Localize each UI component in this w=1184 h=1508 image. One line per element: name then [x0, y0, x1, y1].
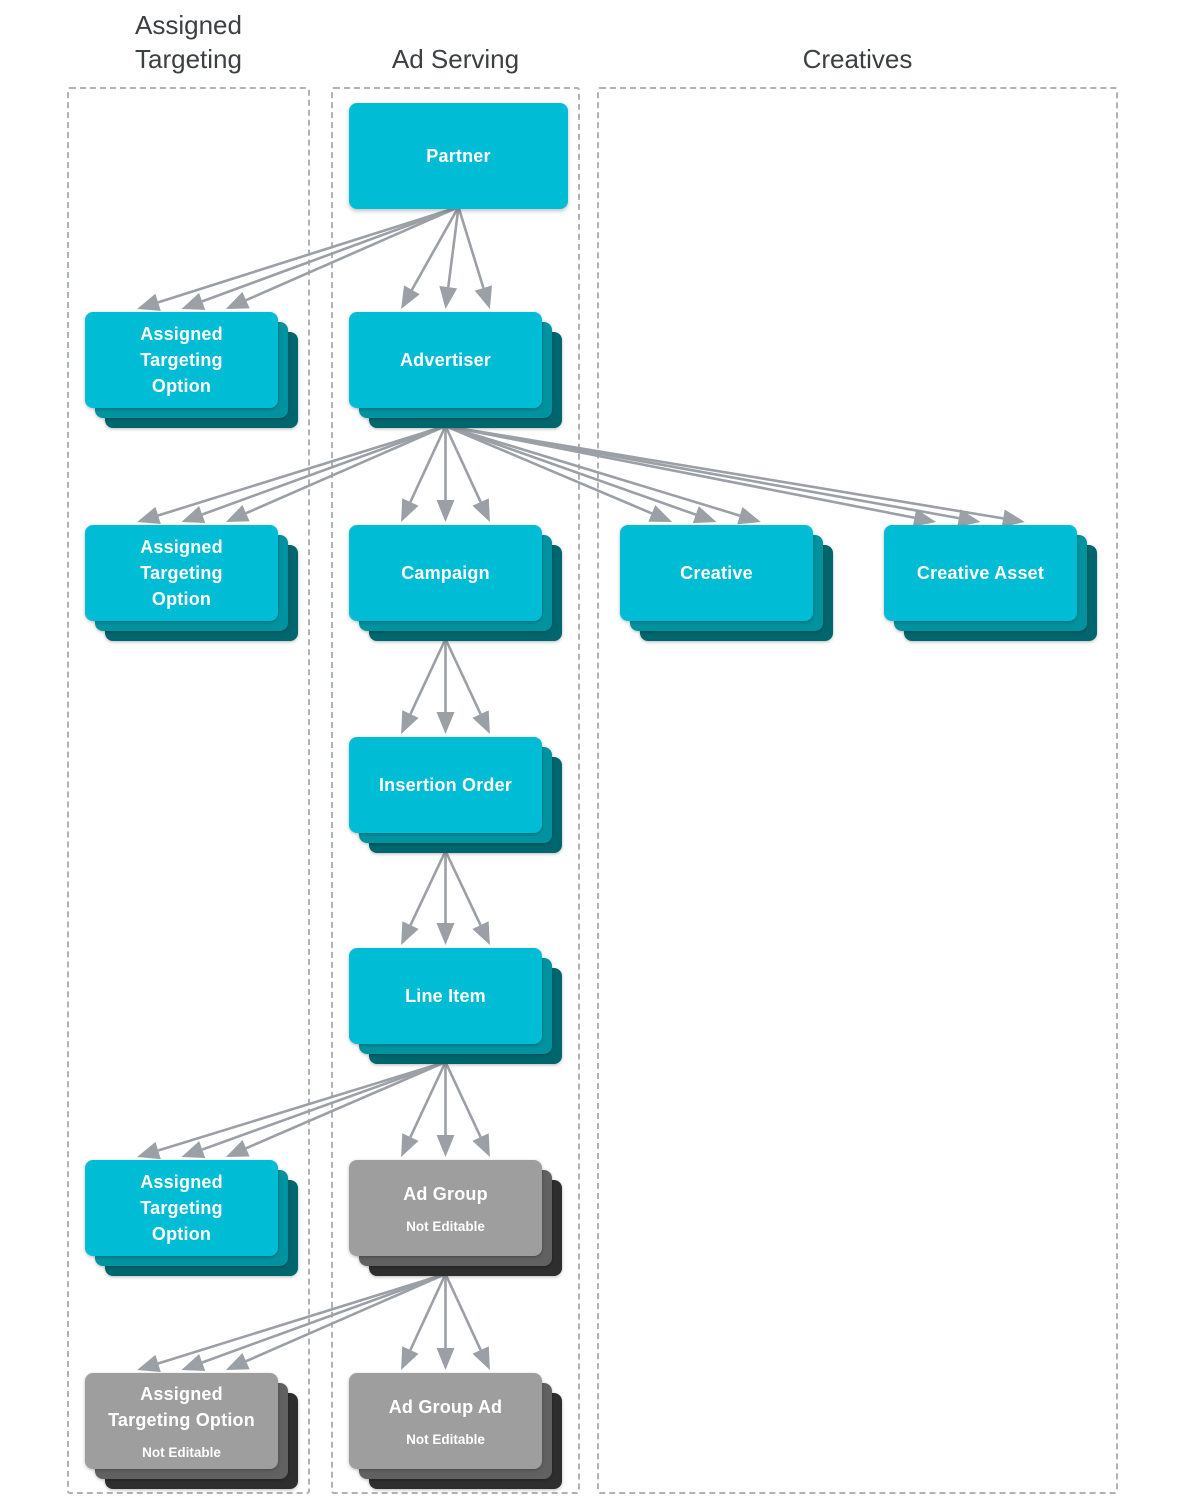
arrow	[445, 424, 717, 524]
arrow	[444, 1061, 490, 1157]
arrow	[436, 1062, 455, 1157]
node-title: Ad Group Ad	[388, 1396, 503, 1417]
arrow	[444, 425, 490, 522]
arrow	[181, 1060, 446, 1159]
node-badge-not-editable: Not Editable	[406, 1218, 485, 1234]
arrow	[401, 638, 447, 734]
arrow	[444, 1273, 490, 1370]
node-badge-not-editable: Not Editable	[406, 1431, 485, 1447]
node-title: Creative	[680, 563, 753, 583]
arrow	[436, 426, 455, 522]
column-title-assigned-targeting: Assigned Targeting	[135, 10, 242, 74]
column-title-ad-serving: Ad Serving	[391, 44, 520, 74]
arrow	[444, 424, 673, 522]
node-advertiser: Advertiser	[349, 312, 562, 428]
card-front-layer: Insertion Order	[349, 737, 542, 833]
node-insertion-order: Insertion Order	[349, 737, 562, 853]
card-front-layer: Advertiser	[349, 312, 542, 408]
card-front-layer: Assigned Targeting Option	[85, 1160, 278, 1256]
node-assigned-targeting-option-partner: Assigned Targeting Option	[85, 312, 298, 428]
arrow	[225, 1060, 447, 1157]
arrow	[225, 205, 460, 309]
card-front-layer: Assigned Targeting Option	[85, 312, 278, 408]
arrow	[401, 1061, 447, 1157]
arrow	[401, 1273, 447, 1370]
arrow	[181, 1272, 446, 1371]
node-creative-asset: Creative Asset	[884, 525, 1097, 641]
arrow	[137, 1272, 446, 1373]
node-title: Assigned Targeting Option	[140, 324, 223, 396]
arrow	[439, 206, 460, 309]
arrow	[181, 205, 459, 310]
node-title: Insertion Order	[378, 775, 513, 795]
card-front-layer: Campaign	[349, 525, 542, 621]
arrow	[445, 424, 1025, 528]
node-title: Assigned Targeting Option	[140, 1172, 223, 1244]
arrow	[225, 1272, 447, 1370]
node-title: Assigned Targeting Option	[140, 537, 223, 609]
arrow	[401, 850, 447, 945]
node-title: Assigned Targeting Option	[108, 1383, 255, 1430]
arrow	[137, 1060, 446, 1160]
arrow	[444, 638, 490, 734]
node-assigned-targeting-option-advertiser: Assigned Targeting Option	[85, 525, 298, 641]
node-assigned-targeting-option-line-item: Assigned Targeting Option	[85, 1160, 298, 1276]
arrow	[137, 205, 459, 311]
arrow	[445, 424, 937, 527]
card-front-layer: Partner	[349, 103, 568, 209]
group-box-ad-serving	[331, 87, 580, 1494]
card-front-layer: Ad Group Ad Not Editable	[349, 1373, 542, 1469]
arrow	[445, 424, 761, 525]
node-partner: Partner	[349, 103, 568, 209]
arrow	[181, 424, 446, 523]
group-box-creatives	[597, 87, 1118, 1494]
arrow	[401, 206, 460, 309]
arrow	[436, 1274, 455, 1370]
node-title: Partner	[426, 146, 491, 166]
node-campaign: Campaign	[349, 525, 562, 641]
card-front-layer: Assigned Targeting Option	[85, 525, 278, 621]
node-line-item: Line Item	[349, 948, 562, 1064]
group-box-assigned-targeting	[67, 87, 310, 1494]
node-title: Ad Group	[403, 1183, 488, 1204]
arrow	[436, 639, 455, 734]
arrow	[445, 424, 981, 527]
arrow	[225, 424, 447, 522]
node-creative: Creative	[620, 525, 833, 641]
node-badge-not-editable: Not Editable	[142, 1444, 221, 1460]
card-front-layer: Creative Asset	[884, 525, 1077, 621]
node-ad-group-ad: Ad Group Ad Not Editable	[349, 1373, 562, 1489]
node-title: Line Item	[405, 986, 486, 1006]
column-title-creatives: Creatives	[802, 44, 913, 74]
node-title: Advertiser	[399, 350, 492, 370]
node-title: Campaign	[401, 563, 490, 583]
arrow	[444, 850, 490, 945]
arrow	[401, 425, 447, 522]
card-front-layer: Line Item	[349, 948, 542, 1044]
arrow	[436, 851, 455, 945]
arrow	[137, 424, 446, 525]
node-title: Creative Asset	[916, 563, 1045, 583]
card-front-layer: Creative	[620, 525, 813, 621]
arrow	[457, 206, 493, 309]
